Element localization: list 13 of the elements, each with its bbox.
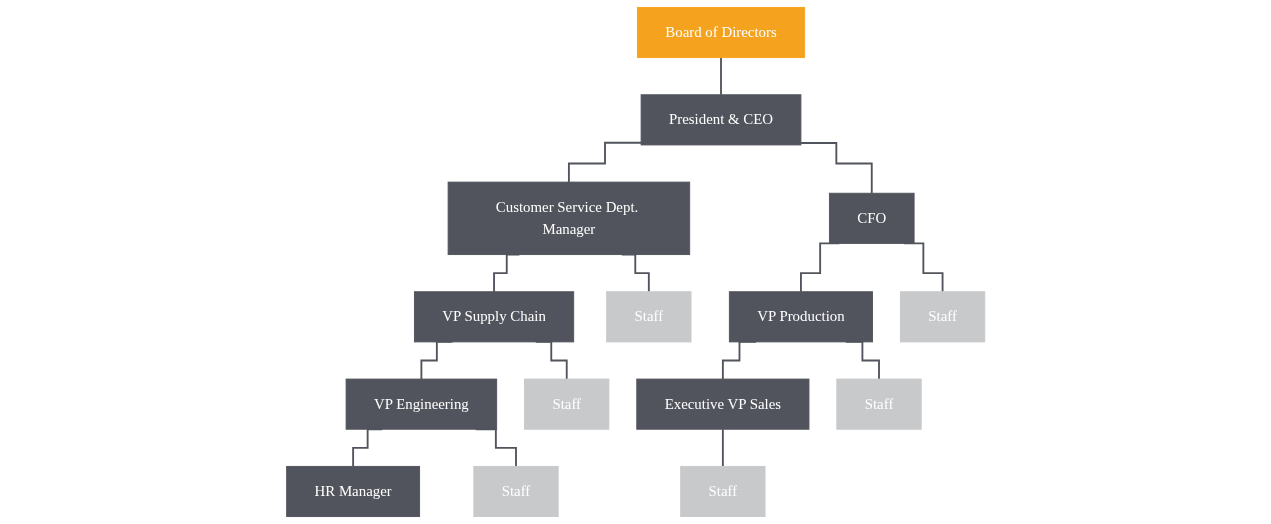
node-box: Customer Service Dept. Manager [447, 181, 690, 256]
connector [799, 142, 873, 195]
node-box: VP Engineering [345, 378, 497, 430]
node-box: HR Manager [285, 465, 420, 518]
node-box: Board of Directors [636, 6, 805, 59]
connector [721, 428, 724, 468]
connector [567, 141, 642, 184]
node-box: CFO [828, 192, 915, 244]
node-box: VP Production [728, 291, 873, 343]
node-box: VP Supply Chain [413, 291, 574, 343]
node-box: President & CEO [640, 94, 802, 146]
connector [719, 56, 722, 96]
node-box: Executive VP Sales [636, 378, 810, 430]
